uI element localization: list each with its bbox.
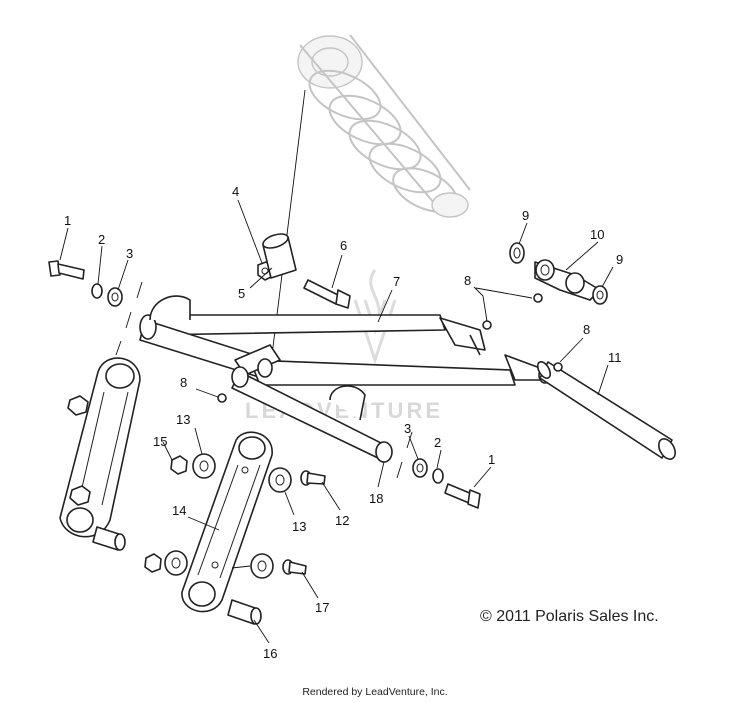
footer-text: Rendered by LeadVenture, Inc. (302, 686, 448, 698)
shock-leader-line (271, 89, 306, 356)
washer-part-13d (250, 553, 274, 579)
tube-part-11 (536, 361, 676, 460)
bushing-part-16b (227, 599, 262, 625)
dash-line-left (115, 281, 143, 356)
callout-2-left: 2 (98, 232, 105, 247)
washer-part-9a (509, 242, 525, 264)
nut-part-15a (170, 455, 188, 475)
bushing-part-16a (92, 526, 126, 551)
copyright-text: © 2011 Polaris Sales Inc. (480, 608, 659, 625)
grease-fitting-8c (553, 362, 563, 372)
washer-part-13a (192, 453, 216, 479)
callout-12: 12 (335, 513, 349, 528)
link-plate-part-14 (181, 431, 273, 613)
callout-1-right: 1 (488, 452, 495, 467)
washer-part-3b (412, 458, 428, 478)
callout-15: 15 (153, 434, 167, 449)
washer-part-13c (164, 550, 188, 576)
washer-part-2b (432, 468, 444, 484)
callout-4: 4 (232, 184, 239, 199)
callout-3-left: 3 (126, 246, 133, 261)
bolt-part-1a (48, 260, 85, 280)
leader-lines (59, 199, 614, 644)
grease-fitting-8a (482, 320, 492, 330)
callout-9-right: 9 (616, 252, 623, 267)
swing-arm-part-7 (139, 295, 552, 463)
callout-8-right: 8 (583, 322, 590, 337)
bushing-part-5 (262, 233, 297, 279)
callout-6: 6 (340, 238, 347, 253)
callout-18: 18 (369, 491, 383, 506)
pin-part-12 (300, 470, 326, 486)
link-plate-left (59, 357, 141, 538)
dash-line-right (396, 431, 413, 479)
callout-13-bottom: 13 (292, 519, 306, 534)
callout-9-top: 9 (522, 208, 529, 223)
grease-fitting-8d (217, 393, 227, 403)
callout-8-left: 8 (180, 375, 187, 390)
grease-fitting-8b (533, 293, 543, 303)
pin-part-17 (282, 559, 307, 575)
nut-part-15b (144, 553, 162, 573)
callout-13-top: 13 (176, 412, 190, 427)
bolt-part-6 (303, 279, 351, 309)
callout-11: 11 (608, 350, 622, 365)
callout-1-left: 1 (64, 213, 71, 228)
bracket-part-10 (534, 259, 601, 301)
callout-16: 16 (263, 646, 277, 661)
callout-8-top: 8 (464, 273, 471, 288)
washer-part-2a (91, 283, 103, 299)
callout-7: 7 (393, 274, 400, 289)
washer-part-9b (592, 285, 608, 305)
shock-absorber (297, 34, 471, 218)
callout-14: 14 (172, 503, 186, 518)
bolt-part-1b (444, 483, 481, 509)
washer-part-3a (107, 287, 123, 307)
callout-10: 10 (590, 227, 604, 242)
callout-5: 5 (238, 286, 245, 301)
callout-2-right: 2 (434, 435, 441, 450)
callout-3-right: 3 (404, 421, 411, 436)
washer-part-13b (268, 467, 292, 493)
callout-17: 17 (315, 600, 329, 615)
